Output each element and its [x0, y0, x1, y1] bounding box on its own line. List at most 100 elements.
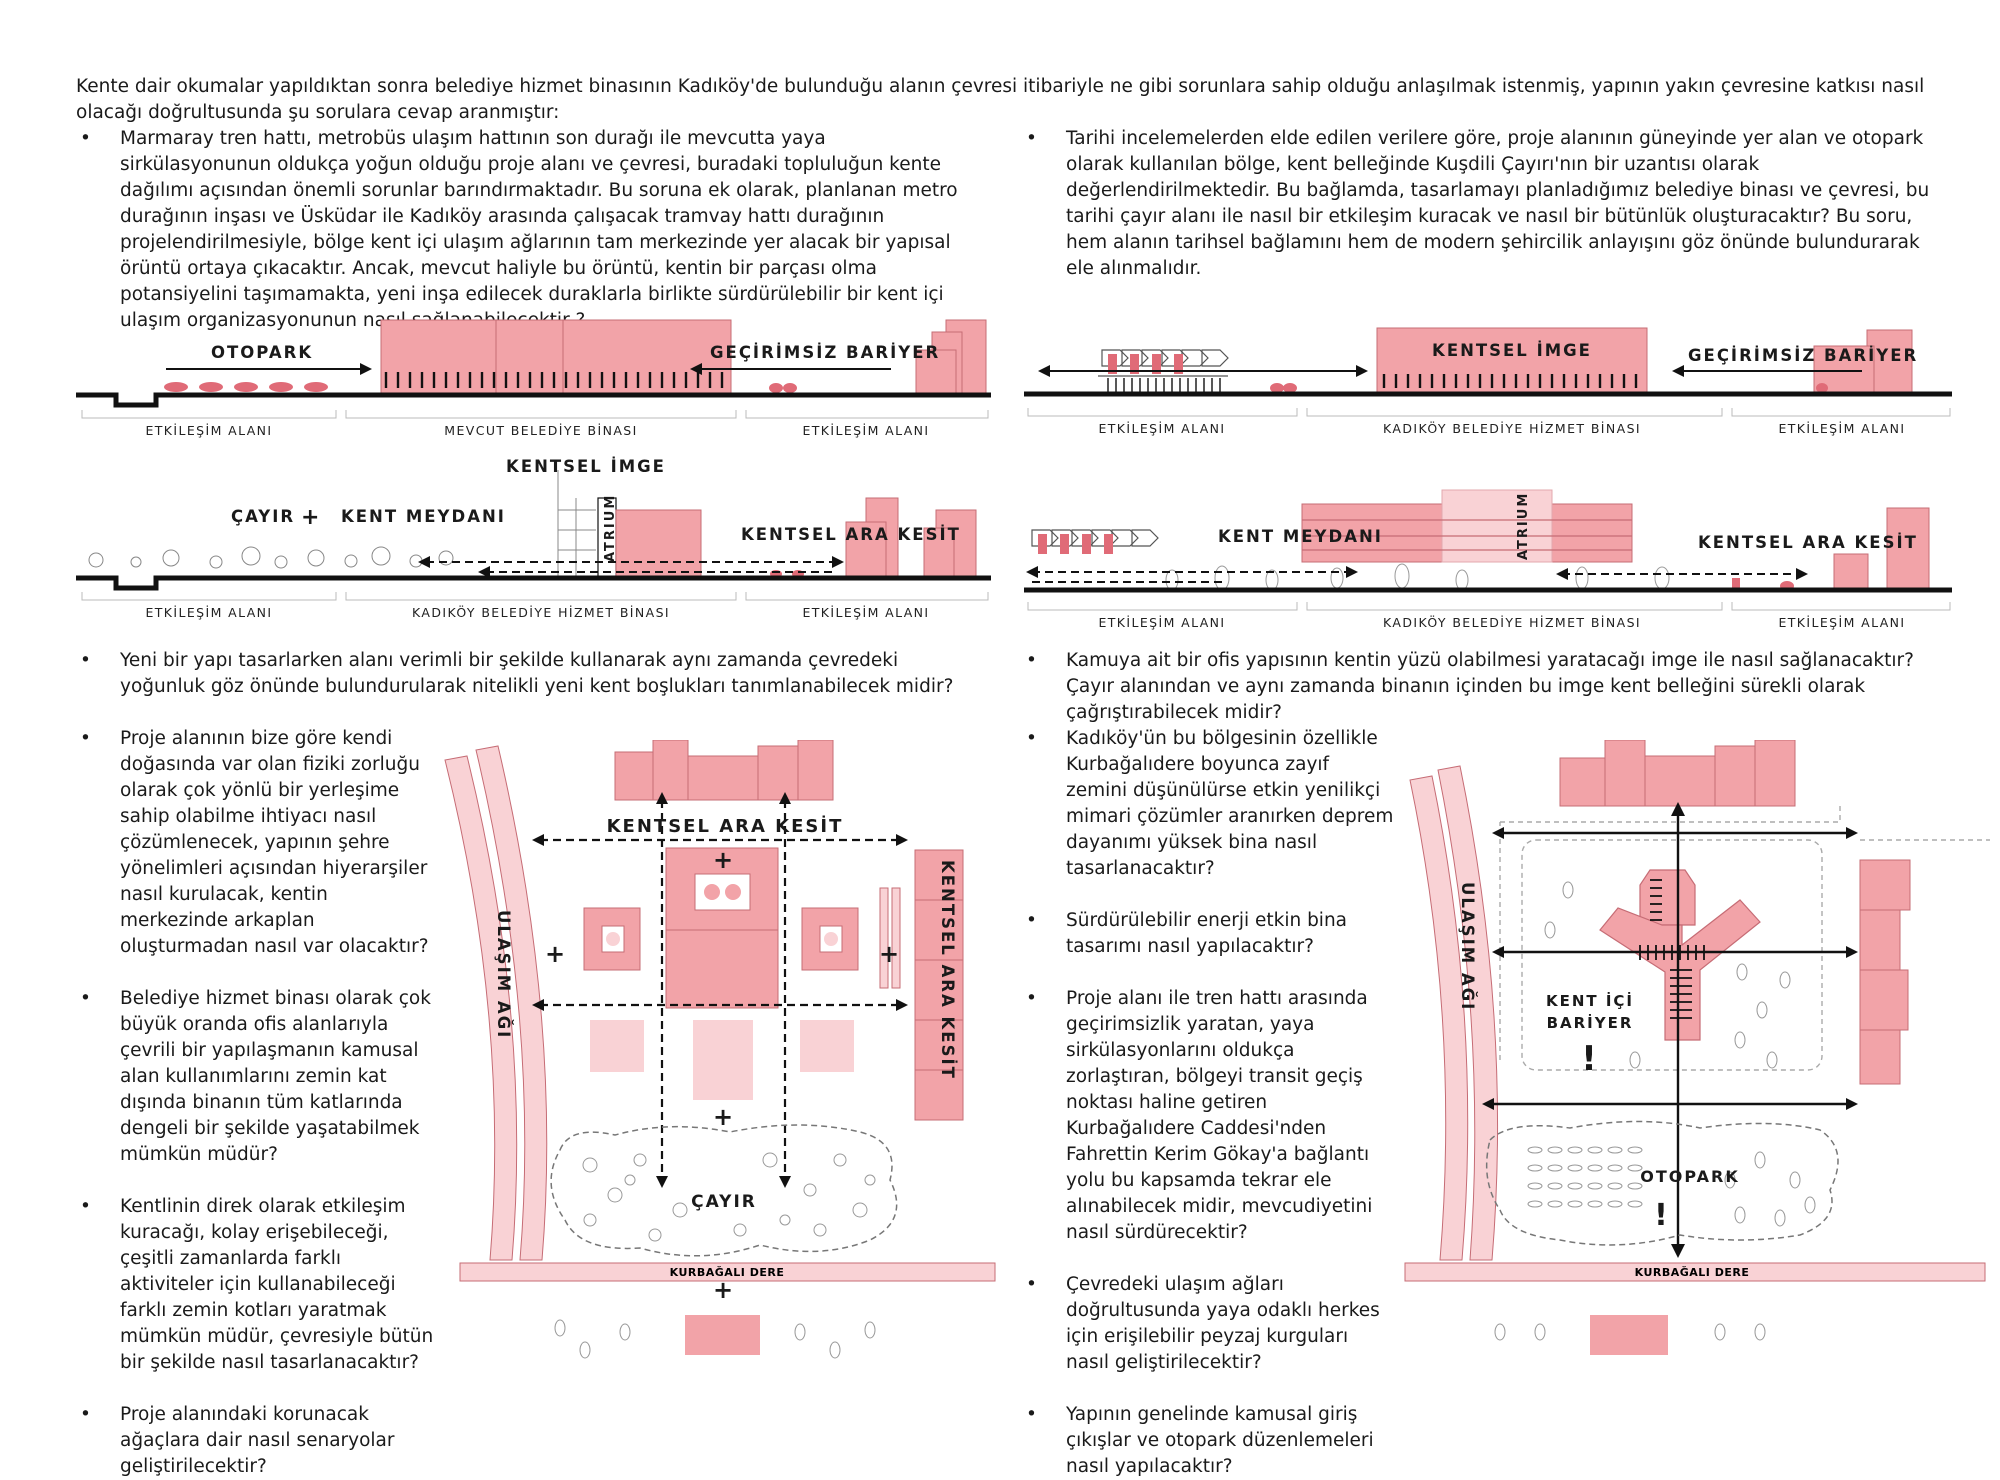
label-ulasim-agi: ULAŞIM AĞI — [494, 910, 513, 1039]
void-square — [693, 1020, 753, 1100]
label-kentsel-imge: KENTSEL İMGE — [1432, 341, 1592, 360]
section-existing-drawing: OTOPARK GEÇİRİMSİZ BARİYER ETKİLEŞİM ALA… — [76, 319, 991, 438]
void-square — [800, 1020, 854, 1072]
label-kentsel-imge: KENTSEL İMGE — [506, 457, 666, 476]
list-item: •Kentlinin direk olarak etkileşim kuraca… — [80, 1196, 434, 1373]
arrow-right-icon — [1846, 946, 1858, 958]
arrow-left-icon — [532, 999, 544, 1011]
arrow-left-icon — [1038, 365, 1050, 377]
tram-cars — [1108, 354, 1183, 374]
plus-icon: + — [545, 940, 567, 968]
void-square — [590, 1020, 644, 1072]
existing-building — [380, 319, 732, 396]
label-bariyer: BARİYER — [1547, 1013, 1634, 1032]
rail-strip — [1409, 775, 1469, 1261]
list-item: •Proje alanı ile tren hattı arasında geç… — [1026, 988, 1373, 1243]
label-otopark: OTOPARK — [211, 343, 313, 362]
plus-icon: + — [879, 940, 901, 968]
zone-label: MEVCUT BELEDİYE BİNASI — [444, 423, 637, 438]
arrow-right-icon — [1846, 827, 1858, 839]
arrow-right-icon — [1796, 568, 1808, 580]
ground-line — [76, 392, 991, 408]
list-item: •Yapının genelinde kamusal giriş çıkışla… — [1026, 1404, 1374, 1477]
plus-icon: + — [713, 846, 735, 874]
metro-structure — [1031, 529, 1159, 547]
zone-label: ETKİLEŞİM ALANI — [145, 423, 272, 438]
plus-icon: + — [301, 505, 321, 530]
label-atrium: ATRIUM — [1516, 492, 1531, 560]
plan-left-drawing: ULAŞIM AĞI KENTSEL ARA KESİT KENTSEL ARA… — [444, 740, 996, 1359]
list-item: •Çevredeki ulaşım ağları doğrultusunda y… — [1026, 1274, 1380, 1373]
arrow-left-icon — [1492, 827, 1504, 839]
bottom-block — [1590, 1315, 1668, 1355]
axis-lines — [1490, 812, 1850, 1250]
trees — [88, 546, 454, 569]
label-kurbagali-dere: KURBAĞALI DERE — [670, 1266, 785, 1279]
label-kent-meydani: KENT MEYDANI — [1218, 527, 1383, 546]
barrier-hatch — [384, 372, 724, 388]
axis-lines — [540, 800, 900, 1180]
question-image: •Kamuya ait bir ofis yapısının kentin yü… — [1026, 650, 1914, 723]
arrow-right-icon — [896, 999, 908, 1011]
ground-line — [76, 575, 991, 591]
plan-building — [914, 849, 964, 1121]
arrow-right-icon — [896, 834, 908, 846]
label-kentsel-ara-kesit: KENTSEL ARA KESİT — [607, 815, 844, 837]
section-kentsel-imge-drawing: KENTSEL İMGE GEÇİRİMSİZ BARİYER ETKİLEŞİ… — [1024, 327, 1952, 436]
parked-cars — [1527, 1146, 1643, 1208]
arrow-left-icon — [532, 834, 544, 846]
plus-icon: + — [713, 1276, 735, 1304]
list-item: •Proje alanındaki korunacak ağaçlara dai… — [80, 1404, 395, 1477]
parked-cars — [164, 382, 797, 393]
label-bariyer: GEÇİRİMSİZ BARİYER — [710, 343, 940, 362]
arrow-down-icon — [779, 1176, 791, 1188]
zone-label: KADIKÖY BELEDİYE HİZMET BİNASI — [1383, 420, 1641, 436]
bullet: • — [80, 650, 91, 671]
bottom-block — [685, 1315, 760, 1355]
bullet: • — [1026, 128, 1037, 149]
section-kent-meydani-drawing: KENT MEYDANI ATRIUM KENTSEL ARA KESİT ET… — [1024, 489, 1952, 630]
section-cayir-meydan-drawing: ÇAYIR + KENT MEYDANI KENTSEL İMGE ATRIUM… — [76, 457, 991, 620]
section-cayir-meydan: ÇAYIR + KENT MEYDANI KENTSEL İMGE ATRIUM… — [76, 450, 996, 630]
section-kent-meydani: KENT MEYDANI ATRIUM KENTSEL ARA KESİT ET… — [1022, 480, 1962, 630]
kentsel-imge-building — [1376, 327, 1648, 395]
arrow-right-icon — [1846, 1098, 1858, 1110]
zone-label: ETKİLEŞİM ALANI — [802, 423, 929, 438]
warning-icon: ! — [1654, 1198, 1670, 1233]
intro-paragraph: Kente dair okumalar yapıldıktan sonra be… — [76, 76, 1925, 123]
question-voids: •Yeni bir yapı tasarlarken alanı verimli… — [80, 650, 954, 697]
plan-diagram-left: ULAŞIM AĞI KENTSEL ARA KESİT KENTSEL ARA… — [440, 740, 1000, 1385]
label-kentsel-ara-kesit: KENTSEL ARA KESİT — [1698, 533, 1918, 552]
arrow-up-icon — [1671, 802, 1685, 816]
arrow-right-icon — [1356, 365, 1368, 377]
label-kentsel-ara-kesit: KENTSEL ARA KESİT — [741, 525, 961, 544]
section-existing: OTOPARK GEÇİRİMSİZ BARİYER ETKİLEŞİM ALA… — [76, 318, 996, 448]
rail-strip — [475, 745, 548, 1261]
arrow-up-icon — [656, 792, 668, 804]
zone-label: KADIKÖY BELEDİYE HİZMET BİNASI — [1383, 614, 1641, 630]
plan-building — [614, 751, 654, 801]
label-kentsel-ara-kesit-side: KENTSEL ARA KESİT — [938, 860, 957, 1080]
label-kurbagali-dere: KURBAĞALI DERE — [1635, 1266, 1750, 1279]
label-cayir: ÇAYIR — [231, 507, 295, 526]
section-kentsel-imge: KENTSEL İMGE GEÇİRİMSİZ BARİYER ETKİLEŞİ… — [1022, 318, 1962, 448]
arrow-down-icon — [656, 1176, 668, 1188]
atrium-frame — [557, 470, 596, 578]
arrow-right-icon — [1346, 566, 1358, 578]
bullet: • — [80, 128, 91, 149]
label-kent-meydani: KENT MEYDANI — [341, 507, 506, 526]
zone-label: ETKİLEŞİM ALANI — [802, 605, 929, 620]
label-cayir: ÇAYIR — [691, 1192, 757, 1212]
plan-diagram-right: ULAŞIM AĞI KENT İÇİ — [1400, 740, 1990, 1385]
plan-right-drawing: ULAŞIM AĞI KENT İÇİ — [1404, 740, 1990, 1355]
kurbagali-dere — [1404, 1262, 1986, 1282]
list-item: •Kadıköy'ün bu bölgesinin özellikle Kurb… — [1026, 728, 1394, 879]
arrow-down-icon — [1671, 1244, 1685, 1258]
label-otopark: OTOPARK — [1640, 1167, 1739, 1186]
arrow-right-icon — [360, 363, 372, 375]
kurbagali-dere — [459, 1262, 996, 1282]
list-item: •Proje alanının bize göre kendi doğasınd… — [80, 728, 429, 957]
cayir-area — [550, 1124, 898, 1257]
label-ulasim-agi: ULAŞIM AĞI — [1458, 882, 1477, 1011]
left-questions-column: •Proje alanının bize göre kendi doğasınd… — [76, 726, 438, 1480]
